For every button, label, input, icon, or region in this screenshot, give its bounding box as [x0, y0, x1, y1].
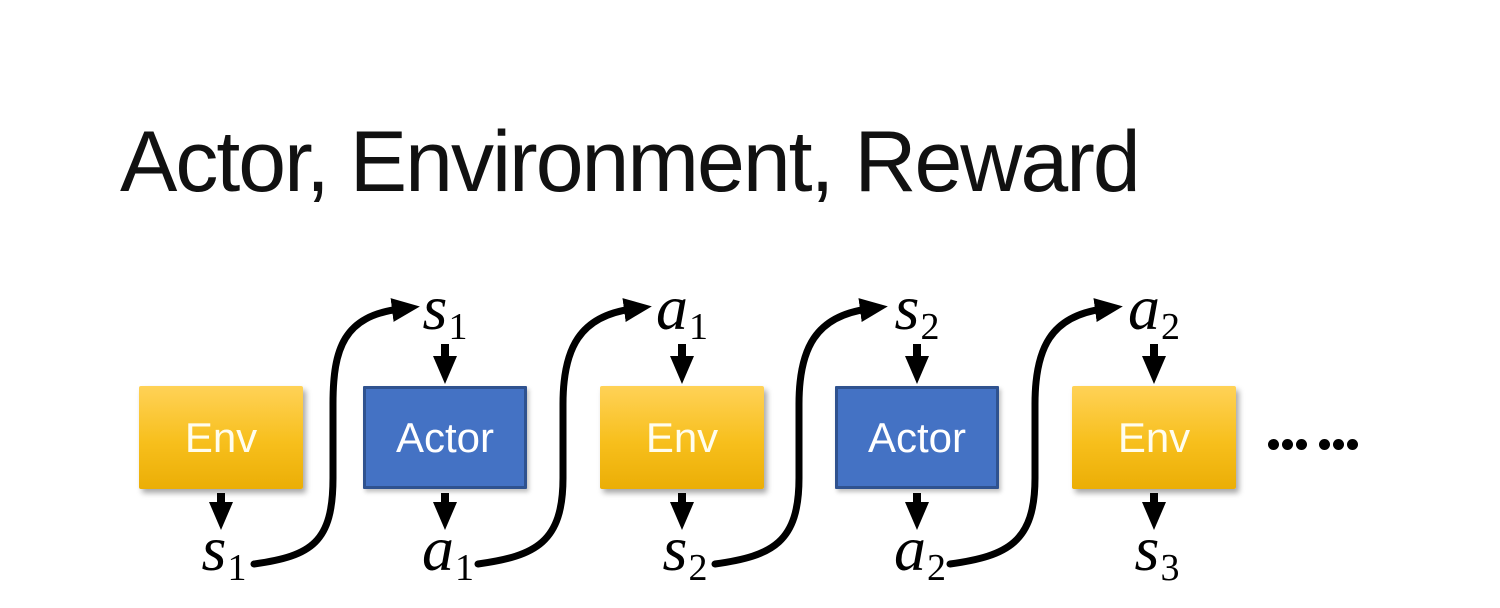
math-sub: 2 [1161, 306, 1180, 348]
curve-arrow-a2 [946, 298, 1123, 568]
math-var: s [894, 272, 920, 343]
box-label: Env [184, 413, 258, 461]
ellipsis-dots [1268, 439, 1361, 450]
page-title: Actor, Environment, Reward [120, 114, 1141, 210]
math-sub: 1 [689, 306, 708, 348]
bottom-label-a2: a2 [860, 517, 980, 588]
ellipsis-dot [1282, 439, 1293, 450]
math-sub: 3 [1160, 547, 1180, 589]
box-label: Env [645, 413, 719, 461]
env-box-3: Env [1072, 386, 1236, 489]
bottom-label-s2: s2 [625, 517, 745, 588]
math-sub: 1 [227, 547, 247, 589]
math-var: a [894, 513, 926, 584]
math-var: s [1134, 513, 1160, 584]
env-box-2: Env [600, 386, 764, 489]
bottom-label-s1: s1 [164, 517, 284, 588]
actor-box-2: Actor [835, 386, 999, 489]
curve-arrow-s2 [711, 298, 888, 568]
box-label: Env [1117, 413, 1191, 461]
top-label-s2: s2 [857, 276, 977, 347]
curve-arrow-a1 [474, 298, 652, 568]
math-var: s [201, 513, 227, 584]
math-var: a [656, 272, 688, 343]
env-box-1: Env [139, 386, 303, 489]
ellipsis-dot [1268, 439, 1279, 450]
curve-arrow-s1 [250, 298, 420, 568]
top-label-a1: a1 [622, 276, 742, 347]
top-label-s1: s1 [385, 276, 505, 347]
math-var: a [422, 513, 454, 584]
ellipsis-dot [1347, 439, 1358, 450]
ellipsis-dot [1333, 439, 1344, 450]
math-var: s [422, 272, 448, 343]
ellipsis-dot [1319, 439, 1330, 450]
box-label: Actor [395, 413, 495, 461]
bottom-label-a1: a1 [388, 517, 508, 588]
math-var: s [662, 513, 688, 584]
math-sub: 2 [920, 306, 940, 348]
math-var: a [1128, 272, 1160, 343]
box-label: Actor [867, 413, 967, 461]
bottom-label-s3: s3 [1097, 517, 1217, 588]
math-sub: 1 [448, 306, 468, 348]
math-sub: 2 [927, 547, 946, 589]
top-label-a2: a2 [1094, 276, 1214, 347]
math-sub: 1 [455, 547, 474, 589]
ellipsis-dot [1296, 439, 1307, 450]
actor-box-1: Actor [363, 386, 527, 489]
math-sub: 2 [688, 547, 708, 589]
